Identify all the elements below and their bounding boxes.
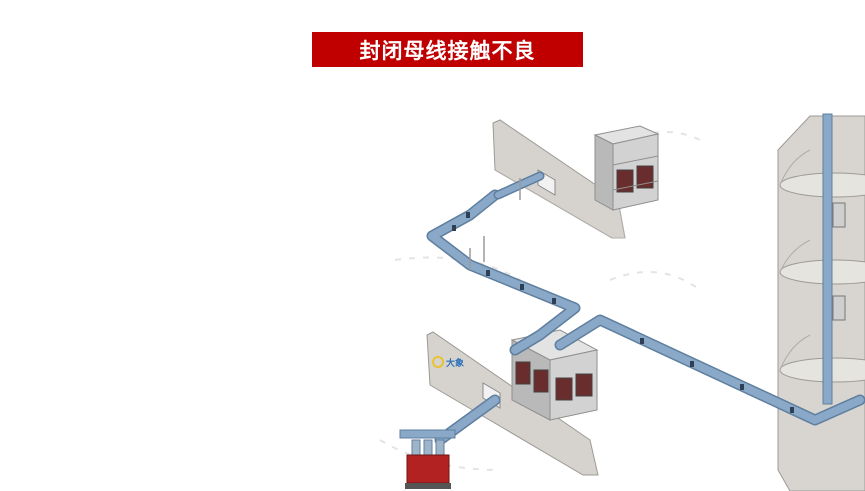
upper-cabinet-group bbox=[593, 125, 660, 211]
busway-joints bbox=[452, 212, 794, 413]
vertical-riser-busway bbox=[822, 113, 846, 405]
page-title: 封闭母线接触不良 bbox=[312, 32, 583, 67]
transformer bbox=[399, 429, 456, 489]
brand-logo: 大象 bbox=[432, 356, 464, 369]
building-floors bbox=[777, 115, 865, 491]
brand-logo-text: 大象 bbox=[446, 357, 464, 369]
busway-hangers bbox=[469, 178, 521, 270]
